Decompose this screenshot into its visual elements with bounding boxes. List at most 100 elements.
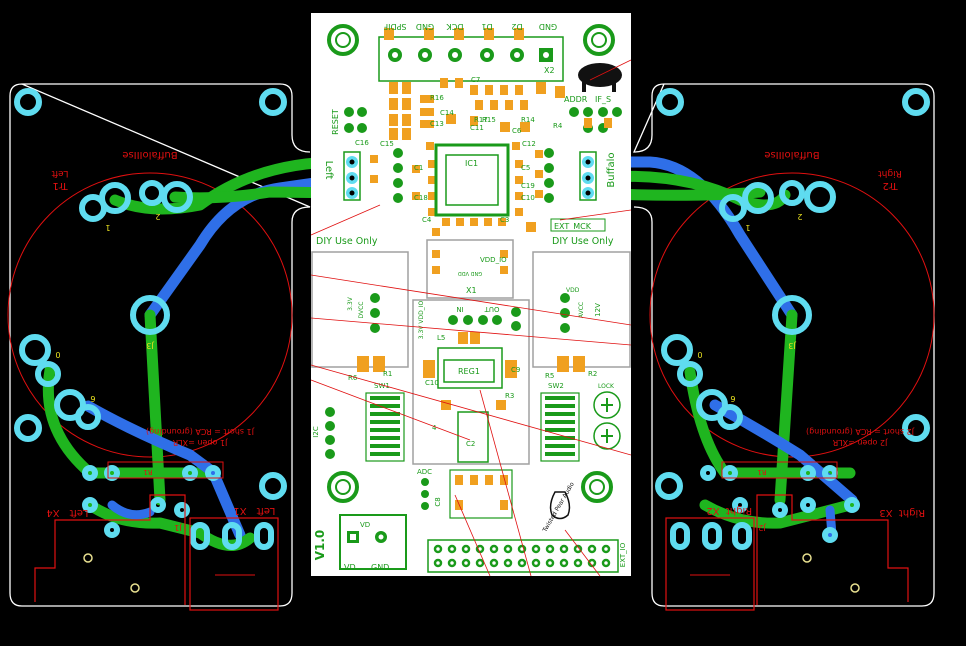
pin4-label: 4 [432,424,437,432]
right-board-title: BuffaloIIIse [764,149,819,160]
sw1-dip-switch: SW1 [365,382,405,462]
r5-label: R5 [545,372,554,380]
component-labels: C1 C4 C3 C5 C6 C7 C10 C11 C12 C13 C14 C1… [348,76,597,400]
left-j1-note-2: J1 short = RCA (grounding) [146,427,255,436]
r17-label: R17 [474,116,488,124]
diy-right-label: DIY Use Only [552,236,614,247]
c4-label: C4 [422,216,432,224]
left-board-title: BuffaloIIIse [122,149,177,160]
sw2-label: SW2 [548,382,564,390]
c1-label: C1 [414,164,423,172]
right-mounting-holes [655,88,930,500]
left-pin3-label: J3 [146,341,154,350]
regulator-section: REG1 L5 OUT IN 3.3V VDD_IO DVCC AVCC 12V… [347,287,602,389]
left-r-label: R1 [143,468,152,476]
right-pin6-label: 6 [730,394,735,403]
vd-label: VD [344,563,356,572]
l5-label: L5 [437,334,445,342]
ext-io-header: EXT_IO [427,539,627,573]
left-hole-2 [130,583,140,593]
ic1-dac-chip: IC1 [434,143,510,217]
right-output-board: BuffaloIIIse Tr2 Right 1 2 J3 0 6 J2 ope… [586,83,935,611]
lock-leds: LOCK [593,383,621,450]
c6-label: C6 [512,127,522,135]
right-x3-outline [756,494,909,605]
x1-pins-label: GND VDD [458,270,482,276]
sw2-dip-switch: SW2 [540,382,580,462]
c2-label: C2 [466,440,475,448]
red-guide-lines [310,59,632,577]
left-x4-label: X4 [46,507,59,518]
vd-box-label: VD [360,521,370,529]
r16-label: R16 [430,94,444,102]
vdd-io-label: VDD_IO [480,256,507,264]
c9-label: C9 [511,366,520,374]
r4-label: R4 [553,122,563,130]
x2-header-label: X2 [544,66,555,75]
gnd-label: GND [371,563,389,572]
right-tr-sub: Right [878,168,902,178]
right-x3-label: X3 [879,507,892,518]
right-x2-outline [665,517,755,611]
c14-label: C14 [440,109,454,117]
ic-socket: C2 4 [432,400,506,463]
r3-label: R3 [505,392,514,400]
left-output-board: BuffaloIIIse Tr1 Left 1 2 J3 0 6 J1 open… [7,83,356,611]
left-x1-label: X1 [233,505,246,516]
reg1-label: REG1 [458,367,480,376]
ext-mck-box [550,218,606,232]
r15-label: R15 [482,116,496,124]
c8-label: C8 [434,497,442,506]
left-pin1-label: 1 [105,223,110,232]
c10b-label: C10 [425,379,439,387]
ext-mck-label: EXT_MCK [554,222,592,231]
right-tr-label: Tr2 [882,180,898,191]
jumper-pads [344,107,622,133]
adc-label: ADC [417,468,432,476]
x2-pin-d2: D2 [511,22,522,31]
x2-pin-dck: DCK [446,22,464,31]
dvcc-label: DVCC [358,302,365,319]
addr-label: ADDR [564,95,588,104]
right-hole-2 [850,583,860,593]
x2-pin-spdif: SPDIF [383,22,406,31]
left-x1-sub: Left [257,505,276,516]
right-r-outline [721,461,838,479]
ifs-label: IF_S [595,95,611,104]
right-transformer-outline [649,172,935,458]
right-j2-label: J2 [758,523,766,532]
left-x4-outline [34,494,186,605]
x2-pin-gnd1: GND [416,22,434,31]
left-r-outline [107,461,224,479]
left-pin0-label: 0 [55,350,60,359]
smd-components [370,78,612,236]
right-pin2-label: 2 [797,212,802,221]
right-pin1-label: 1 [745,223,750,232]
reg-out-label: OUT [484,305,500,313]
right-pin3-label: J3 [788,341,796,350]
left-hole-1 [83,553,93,563]
ic1-label: IC1 [465,159,478,168]
x2-header: SPDIF GND DCK D1 D2 GND X2 [378,22,564,82]
v12-label: 12V [594,303,602,317]
x2-pin-d1: D1 [481,22,492,31]
c11-label: C11 [470,124,484,132]
c7-label: C7 [471,76,480,84]
reset-label: RESET [331,109,340,135]
avcc-label: AVCC [578,302,585,318]
buffalo-side-label: Buffalo [606,152,617,187]
right-output-connector: Buffalo [544,148,617,203]
c10-label: C10 [521,194,535,202]
i2c-header: I2C [312,407,335,459]
left-j1-label: J1 [174,523,182,532]
center-dac-board: SPDIF GND DCK D1 D2 GND X2 ADDR IF_S RES… [310,13,632,577]
right-pads [661,180,860,550]
diy-left-label: DIY Use Only [316,236,378,247]
vd-terminal: VD VD GND [339,514,407,572]
left-board-outline [9,83,311,607]
right-j2-note-2: J2 short = RCA (grounding) [806,427,915,436]
c15-label: C15 [380,140,394,148]
right-x3-sub: Right [899,507,925,518]
r1-label: R1 [383,370,392,378]
